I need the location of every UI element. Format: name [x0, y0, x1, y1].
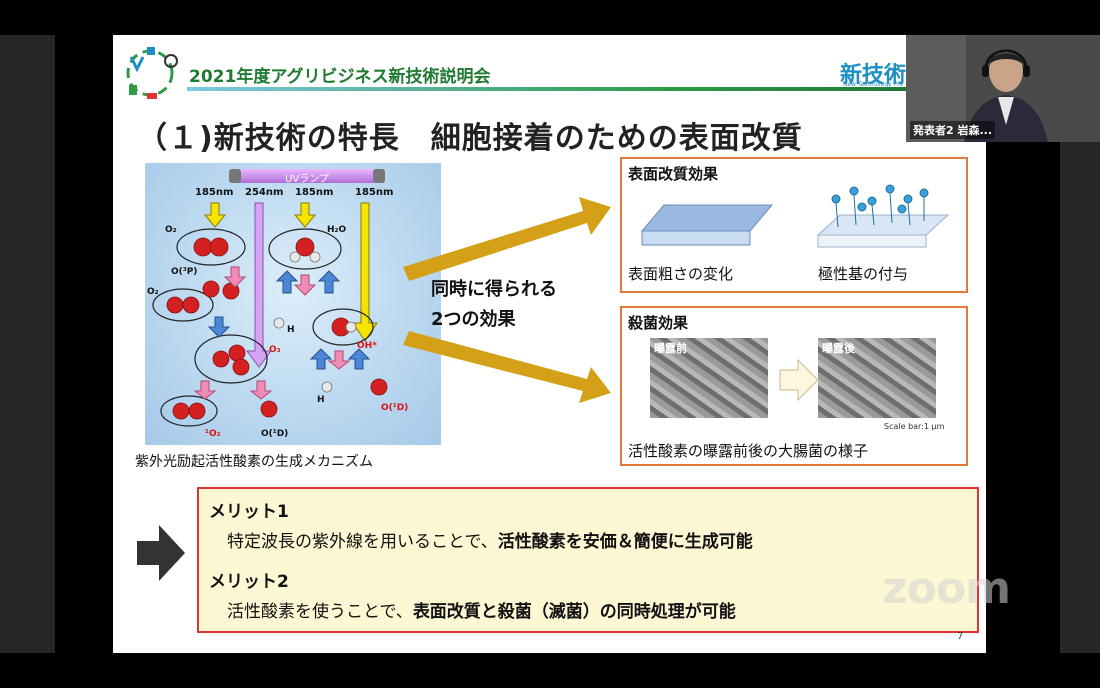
- surface-effect-title: 表面改質効果: [628, 165, 719, 183]
- wavelength-label: 254nm: [245, 187, 284, 198]
- effects-note: 同時に得られる 2つの効果: [431, 275, 557, 335]
- black-arrow-right-icon: [137, 525, 185, 581]
- species-o2: O₂: [147, 287, 159, 297]
- bacteria-before-image: 曝露前: [650, 338, 768, 418]
- species-o3p: O(³P): [171, 267, 198, 277]
- diagram-caption: 紫外光励起活性酸素の生成メカニズム: [135, 454, 373, 470]
- wavelength-label: 185nm: [195, 187, 234, 198]
- species-h: H: [287, 325, 295, 335]
- species-o3: O₃: [269, 345, 281, 355]
- lamp-cap-left: [229, 169, 241, 183]
- scale-bar-label: Scale bar:1 μm: [884, 422, 945, 431]
- species-h2o: H₂O: [327, 225, 347, 235]
- merit-2-prefix: 活性酸素を使うことで、: [227, 602, 413, 622]
- species-singlet-o2: ¹O₂: [205, 429, 221, 439]
- merit-1-prefix: 特定波長の紫外線を用いることで、: [227, 532, 498, 552]
- sterilization-caption: 活性酸素の曝露前後の大腸菌の様子: [628, 442, 869, 460]
- polar-group-label: 極性基の付与: [818, 265, 909, 283]
- surface-effect-box: 表面改質効果 表面粗さの変化 極性基の付与: [620, 157, 968, 293]
- sterilization-effect-title: 殺菌効果: [628, 314, 689, 332]
- merit-1-highlight: 活性酸素を安価＆簡便に生成可能: [497, 532, 753, 552]
- lamp-cap-right: [373, 169, 385, 183]
- merit-2-highlight: 表面改質と殺菌（滅菌）の同時処理が可能: [412, 602, 736, 622]
- uv-lamp: UVランプ: [229, 169, 385, 185]
- surface-illustration: [640, 184, 950, 248]
- effects-note-line: 2つの効果: [431, 309, 516, 330]
- wavelength-label: 185nm: [295, 187, 334, 198]
- page-number: 7: [957, 631, 964, 642]
- sterilization-effect-box: 殺菌効果 曝露前 曝露後 Scale bar:1 μm 活性酸素の曝露前後の大腸…: [620, 306, 968, 466]
- brand-subtitle: New Technology Pre: [843, 81, 904, 88]
- effects-note-line: 同時に得られる: [431, 279, 557, 300]
- before-after-arrow-icon: [779, 358, 819, 402]
- slide-title: （１)新技術の特長 細胞接着のための表面改質: [137, 121, 803, 156]
- mechanism-diagram: UVランプ 185nm 254nm 185nm 185nm: [145, 163, 441, 445]
- zoom-watermark: zoom: [882, 563, 1011, 614]
- shared-slide: 2021年度アグリビジネス新技術説明会 新技術 New Technology P…: [113, 35, 986, 653]
- violet-uv-arrow-icon: [246, 202, 272, 368]
- species-oh: OH*: [357, 341, 377, 351]
- merit-2-heading: メリット2: [209, 572, 289, 592]
- species-h: H: [317, 395, 325, 405]
- merit-1-heading: メリット1: [209, 502, 289, 522]
- species-o2: O₂: [165, 225, 177, 235]
- merit-2-text: 活性酸素を使うことで、表面改質と殺菌（滅菌）の同時処理が可能: [227, 597, 736, 622]
- surface-roughness-label: 表面粗さの変化: [628, 265, 734, 283]
- brand-logo: 新技術: [840, 63, 907, 88]
- header-divider: [187, 87, 986, 91]
- bacteria-after-image: 曝露後: [818, 338, 936, 418]
- before-label: 曝露前: [654, 342, 687, 355]
- species-o1d: O(¹D): [381, 403, 409, 413]
- speaker-name-label: 発表者2 岩森...: [910, 121, 996, 139]
- conference-title: 2021年度アグリビジネス新技術説明会: [189, 67, 491, 87]
- left-letterbox: [0, 35, 55, 653]
- species-o1d: O(¹D): [261, 429, 289, 439]
- merits-box: メリット1 特定波長の紫外線を用いることで、活性酸素を安価＆簡便に生成可能 メリ…: [197, 487, 979, 633]
- university-logo-icon: [126, 47, 178, 99]
- polar-group-icon: [831, 184, 929, 214]
- wavelength-label: 185nm: [355, 187, 394, 198]
- speaker-video-tile[interactable]: 発表者2 岩森...: [906, 35, 1100, 142]
- yellow-uv-arrow-icon: [203, 202, 378, 342]
- rough-surface-slab: [640, 204, 774, 232]
- after-label: 曝露後: [822, 342, 855, 355]
- uv-lamp-label: UVランプ: [285, 174, 329, 185]
- merit-1-text: 特定波長の紫外線を用いることで、活性酸素を安価＆簡便に生成可能: [227, 527, 753, 552]
- mechanism-graphic: [152, 202, 388, 427]
